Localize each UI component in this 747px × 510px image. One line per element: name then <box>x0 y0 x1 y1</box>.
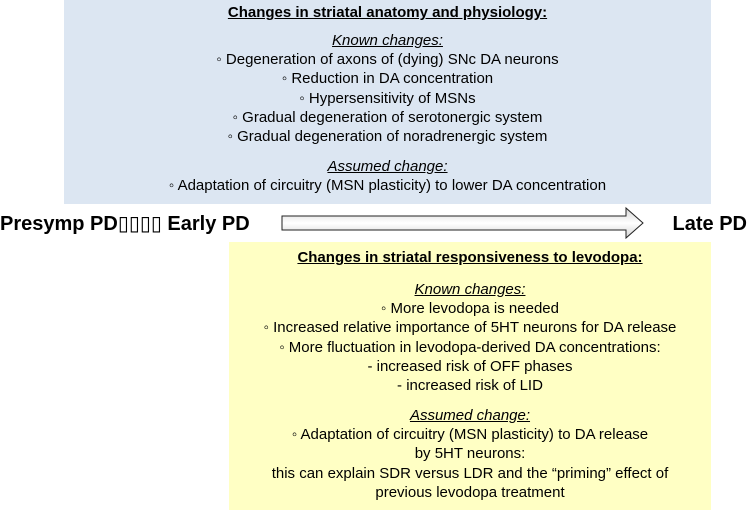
levodopa-heading: Changes in striatal responsiveness to le… <box>297 249 643 266</box>
timeline-end-label: Late PD <box>672 213 747 235</box>
levodopa-assumed-item: previous levodopa treatment <box>375 484 565 501</box>
levodopa-known-item: ◦ More fluctuation in levodopa-derived D… <box>279 339 661 356</box>
anatomy-known-item: ◦ Hypersensitivity of MSNs <box>299 90 476 107</box>
anatomy-physiology-panel: Changes in striatal anatomy and physiolo… <box>64 0 711 204</box>
anatomy-heading: Changes in striatal anatomy and physiolo… <box>227 4 548 21</box>
levodopa-known-subitem: - increased risk of OFF phases <box>367 358 573 375</box>
anatomy-known-item: ◦ Gradual degeneration of noradrenergic … <box>227 128 548 145</box>
levodopa-known-item: ◦ More levodopa is needed <box>381 300 559 317</box>
levodopa-known-item: ◦ Increased relative importance of 5HT n… <box>263 319 677 336</box>
levodopa-assumed-item: this can explain SDR versus LDR and the … <box>271 465 669 482</box>
anatomy-known-label: Known changes: <box>332 32 443 49</box>
anatomy-known-item: ◦ Degeneration of axons of (dying) SNc D… <box>216 51 559 68</box>
timeline-start-label: Presymp PD▯▯▯▯ Early PD <box>0 213 250 235</box>
levodopa-responsiveness-panel: Changes in striatal responsiveness to le… <box>229 242 711 510</box>
progression-arrow <box>281 206 644 240</box>
levodopa-known-subitem: - increased risk of LID <box>397 377 543 394</box>
levodopa-known-label: Known changes: <box>414 281 526 298</box>
levodopa-assumed-item: by 5HT neurons: <box>414 445 526 462</box>
anatomy-known-item: ◦ Reduction in DA concentration <box>281 70 494 87</box>
levodopa-assumed-label: Assumed change: <box>409 407 531 424</box>
anatomy-known-item: ◦ Gradual degeneration of serotonergic s… <box>232 109 543 126</box>
levodopa-assumed-item: ◦ Adaptation of circuitry (MSN plasticit… <box>291 426 649 443</box>
anatomy-assumed-label: Assumed change: <box>327 158 448 175</box>
anatomy-assumed-item: ◦ Adaptation of circuitry (MSN plasticit… <box>168 177 607 194</box>
